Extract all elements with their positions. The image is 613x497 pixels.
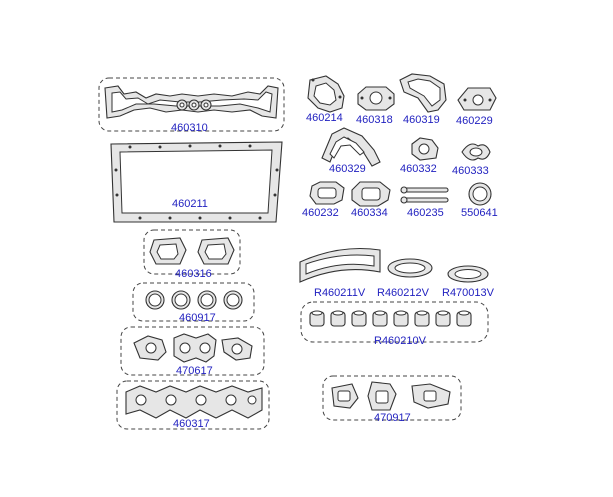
gasket-460232[interactable] xyxy=(309,181,345,205)
oil-pan-gasket-460211[interactable] xyxy=(110,141,283,223)
label-460317[interactable]: 460317 xyxy=(173,418,210,430)
label-460319[interactable]: 460319 xyxy=(403,114,440,126)
label-R460210V[interactable]: R460210V xyxy=(374,335,426,347)
timing-cover-gasket-460329[interactable] xyxy=(321,127,381,167)
label-460332[interactable]: 460332 xyxy=(400,163,437,175)
seal-ring-R470013V[interactable] xyxy=(447,265,489,283)
label-460917[interactable]: 460917 xyxy=(179,312,216,324)
gasket-set-470917[interactable] xyxy=(322,375,462,421)
seal-set-460917[interactable] xyxy=(132,282,255,322)
label-R460211V[interactable]: R460211V xyxy=(314,287,366,299)
ring-550641[interactable] xyxy=(468,182,492,206)
gasket-460334[interactable] xyxy=(351,181,391,207)
label-460333[interactable]: 460333 xyxy=(452,165,489,177)
gasket-460332[interactable] xyxy=(411,137,439,161)
label-460235[interactable]: 460235 xyxy=(407,207,444,219)
label-460334[interactable]: 460334 xyxy=(351,207,388,219)
label-460214[interactable]: 460214 xyxy=(306,112,343,124)
label-460329[interactable]: 460329 xyxy=(329,163,366,175)
gasket-460333[interactable] xyxy=(461,143,491,161)
valve-stem-seal-set-R460210V[interactable] xyxy=(300,301,489,343)
valve-cover-gasket-460310[interactable] xyxy=(98,77,285,132)
seal-ring-R460212V[interactable] xyxy=(387,258,433,278)
label-460316[interactable]: 460316 xyxy=(175,268,212,280)
label-550641[interactable]: 550641 xyxy=(461,207,498,219)
label-460232[interactable]: 460232 xyxy=(302,207,339,219)
seal-ring-R460211V[interactable] xyxy=(299,248,381,283)
gasket-set-470617[interactable] xyxy=(120,326,265,376)
label-470617[interactable]: 470617 xyxy=(176,365,213,377)
label-460318[interactable]: 460318 xyxy=(356,114,393,126)
gasket-460319[interactable] xyxy=(399,73,447,113)
water-pump-gasket-460214[interactable] xyxy=(307,75,345,113)
gasket-460235[interactable] xyxy=(400,186,449,204)
label-R470013V[interactable]: R470013V xyxy=(442,287,494,299)
label-470917[interactable]: 470917 xyxy=(374,412,411,424)
gasket-460229[interactable] xyxy=(457,87,497,111)
label-R460212V[interactable]: R460212V xyxy=(377,287,429,299)
gasket-460318[interactable] xyxy=(357,86,395,111)
gasket-set-460316[interactable] xyxy=(143,229,241,275)
label-460211[interactable]: 460211 xyxy=(172,198,208,210)
label-460229[interactable]: 460229 xyxy=(456,115,493,127)
manifold-gasket-460317[interactable] xyxy=(116,380,270,430)
label-460310[interactable]: 460310 xyxy=(171,122,208,134)
